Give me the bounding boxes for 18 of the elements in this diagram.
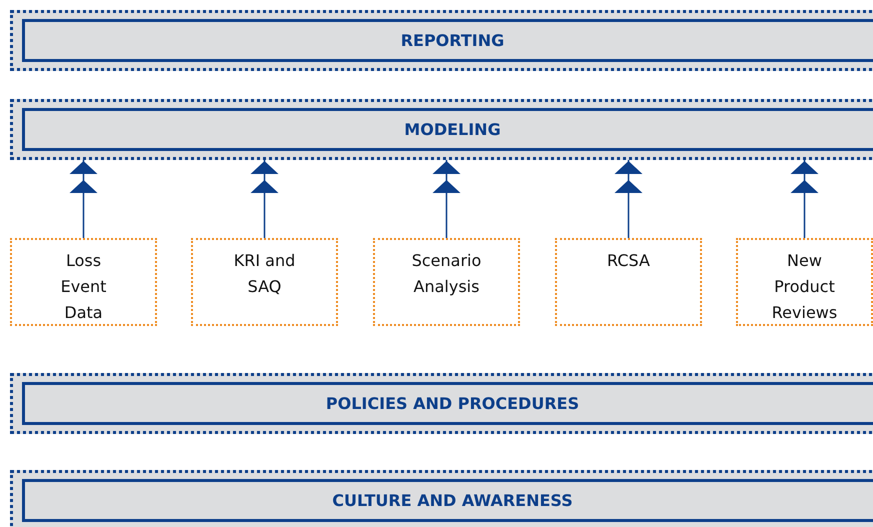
layer-title: MODELING: [22, 108, 873, 151]
source-box: [10, 238, 157, 326]
box-text: Scenario Analysis: [410, 250, 482, 298]
box-text: Loss Event Data: [60, 250, 108, 324]
layer-title: REPORTING: [22, 19, 873, 62]
layer-band: [10, 10, 873, 71]
source-box: [555, 238, 702, 326]
layer-band: [10, 470, 873, 527]
layer-band: [10, 99, 873, 160]
box-text: RCSA: [607, 250, 650, 272]
source-box: [191, 238, 338, 326]
layer-title: POLICIES AND PROCEDURES: [22, 382, 873, 425]
source-box: [373, 238, 520, 326]
source-box: [736, 238, 873, 326]
layer-band: [10, 373, 873, 434]
layer-title: CULTURE AND AWARENESS: [22, 479, 873, 522]
box-text: KRI and SAQ: [232, 250, 296, 298]
box-text: New Product Reviews: [770, 250, 838, 324]
